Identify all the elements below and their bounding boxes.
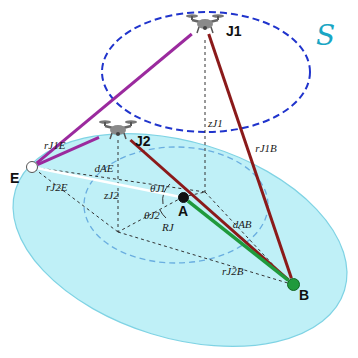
region-s (0, 96, 358, 358)
point-label: J1 (226, 24, 242, 38)
orbit-ring (102, 12, 310, 132)
coverage-ring (84, 147, 268, 263)
jammer-drone: J1 (186, 12, 224, 34)
edge-label: dAB (233, 219, 252, 230)
link-line (130, 140, 288, 280)
dimension-label: θJ2 (144, 210, 160, 221)
region-label: S (316, 22, 335, 50)
point-label: J2 (135, 134, 151, 148)
link-line (37, 137, 99, 164)
point-label: B (299, 288, 309, 302)
dimension-label: RJ (162, 222, 174, 233)
link-line (209, 34, 292, 278)
point-dot (178, 192, 189, 203)
point-marker: A (178, 192, 189, 203)
point-marker: E (26, 161, 38, 173)
dimension-label: zJ2 (104, 190, 119, 201)
jammer-drone: J2 (99, 118, 137, 140)
drone-icon (186, 12, 224, 34)
point-dot (287, 278, 300, 291)
angle-arc (160, 210, 166, 218)
point-label: E (10, 171, 19, 185)
dimension-label: θJ1 (150, 183, 166, 194)
dimension-label: zJ1 (208, 118, 223, 129)
dimension-label: rJ2B (222, 266, 243, 277)
point-dot (26, 161, 38, 173)
point-marker: B (287, 278, 300, 291)
link-line (37, 34, 192, 163)
dimension-label: rJ1E (44, 140, 65, 151)
link-line (188, 201, 289, 281)
edge-label: dAE (95, 163, 114, 174)
edge-label: rJ1B (255, 143, 276, 154)
dimension-label: rJ2E (46, 182, 67, 193)
point-label: A (178, 204, 188, 218)
drone-icon (99, 118, 137, 140)
